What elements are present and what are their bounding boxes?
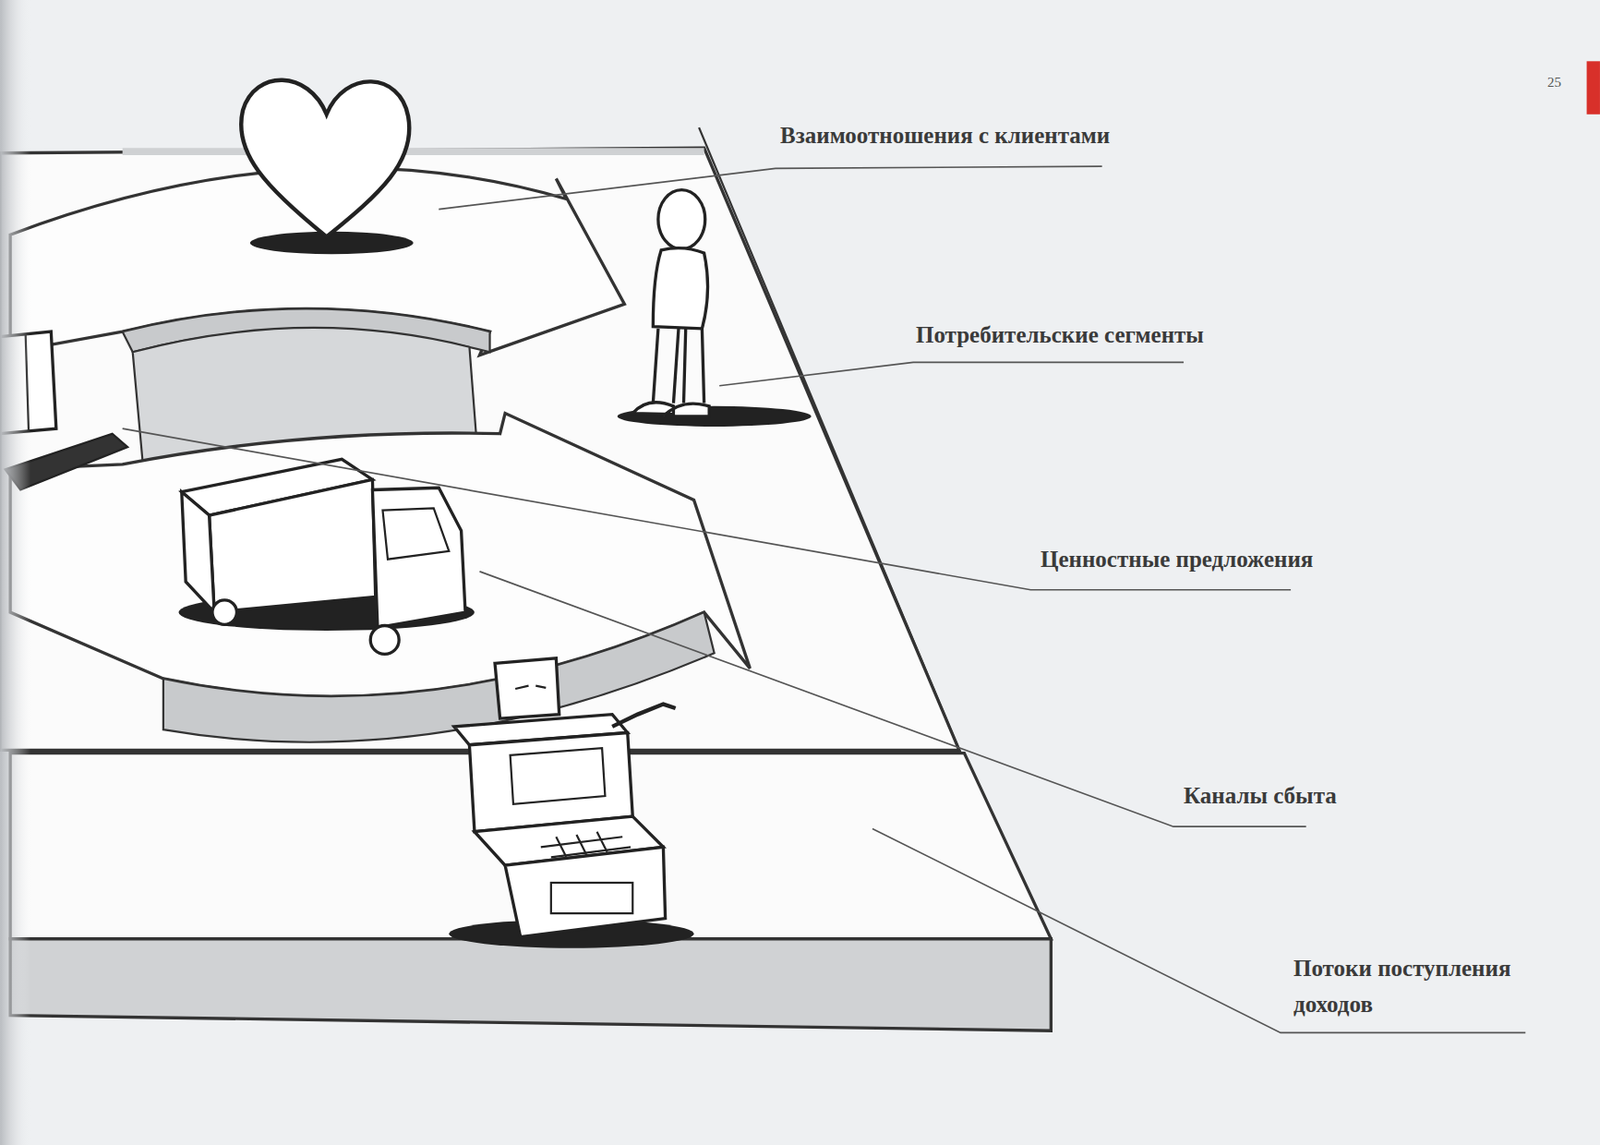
callout-label: Потоки поступления доходов [1293, 950, 1571, 1023]
page-number: 25 [1547, 73, 1562, 93]
callout-label: Каналы сбыта [1183, 781, 1337, 812]
callout-label: Потребительские сегменты [915, 320, 1204, 351]
callout-label: Взаимоотношения с клиентами [780, 120, 1110, 152]
callout-label: Ценностные предложения [1040, 544, 1313, 576]
